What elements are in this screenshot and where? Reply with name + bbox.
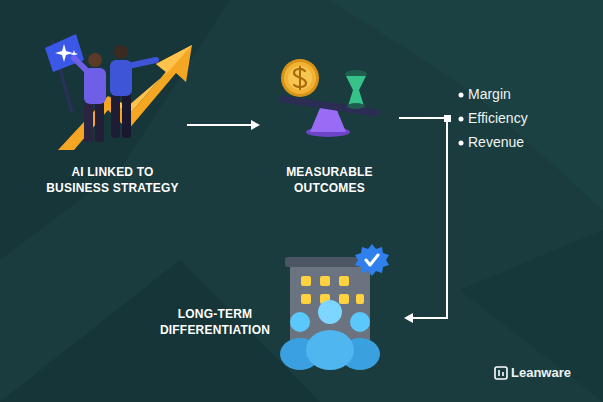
arrow-head [404, 313, 413, 323]
outcome-item: Revenue [468, 134, 524, 151]
connector-line [187, 124, 251, 126]
brand-watermark: Leanware [511, 365, 571, 381]
strategy-illustration [45, 34, 192, 150]
illustrated-step: MEASURABLE OUTCOMES [262, 40, 397, 200]
step-title: LONG-TERM DIFFERENTIATION [150, 307, 280, 338]
step-title: MEASURABLE OUTCOMES [262, 165, 397, 196]
logo-icon [495, 367, 507, 379]
arrow-head [251, 120, 260, 130]
building-illustration [280, 244, 389, 370]
flow-connector [187, 120, 260, 130]
illustrated-step: LONG-TERM DIFFERENTIATION [150, 245, 400, 370]
flow-connector [399, 118, 447, 323]
step-title: AI LINKED TO BUSINESS STRATEGY [40, 165, 185, 196]
outcome-item: Efficiency [468, 110, 528, 127]
illustrated-step: AI LINKED TO BUSINESS STRATEGY [40, 30, 185, 205]
balance-illustration [281, 59, 376, 137]
outcome-item: Margin [468, 86, 511, 103]
connector-line [399, 118, 447, 318]
